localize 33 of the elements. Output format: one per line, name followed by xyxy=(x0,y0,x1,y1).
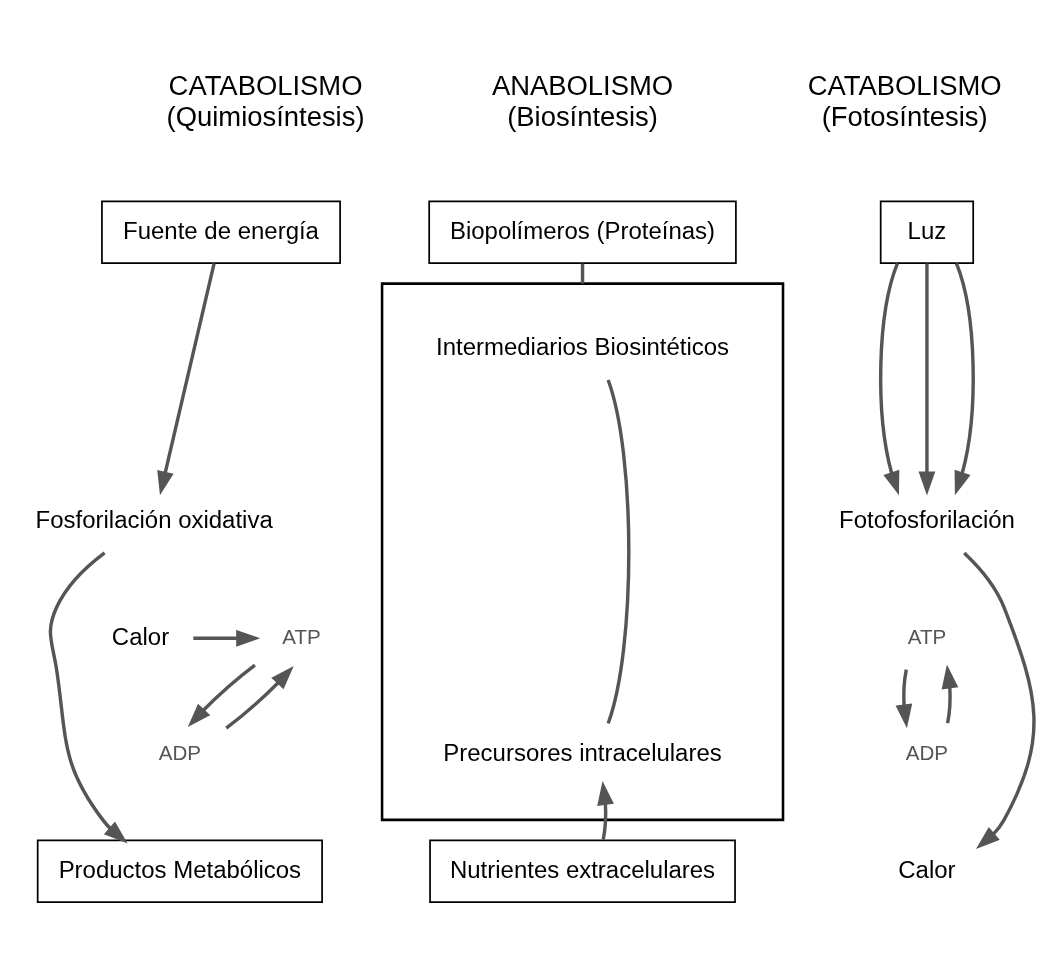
cluster xyxy=(380,281,785,821)
node-box: Fuente de energía xyxy=(101,200,341,264)
arrow xyxy=(895,668,913,728)
connector xyxy=(580,263,585,284)
arrow xyxy=(941,664,959,723)
arrow xyxy=(918,262,936,495)
arrow xyxy=(48,550,128,844)
label: ANABOLISMO (Biosíntesis) xyxy=(491,69,674,132)
node-text: Calor xyxy=(898,855,956,883)
node-text: ADP xyxy=(158,740,202,764)
label: CATABOLISMO (Quimiosíntesis) xyxy=(166,69,365,132)
node-text: Intermediarios Biosintéticos xyxy=(436,332,730,360)
node-box: Nutrientes extracelulares xyxy=(429,839,736,903)
arrow xyxy=(225,665,294,729)
arrow xyxy=(963,551,1036,849)
arrow xyxy=(879,262,900,495)
node-text: ATP xyxy=(282,624,321,648)
arrow xyxy=(597,780,614,840)
label: CATABOLISMO (Fotosíntesis) xyxy=(807,69,1002,132)
connector xyxy=(606,379,631,724)
node-box: Productos Metabólicos xyxy=(36,839,323,903)
arrow xyxy=(157,262,216,495)
node-text: ATP xyxy=(907,624,947,648)
node-box: Luz xyxy=(879,200,975,264)
node-text: Fosforilación oxidativa xyxy=(35,505,273,533)
node-text: ADP xyxy=(905,740,949,764)
node-box: Biopolímeros (Proteínas) xyxy=(428,200,737,264)
arrow xyxy=(193,629,261,647)
node-text: Precursores intracelulares xyxy=(443,738,722,766)
arrow xyxy=(187,663,256,727)
arrow xyxy=(954,262,975,495)
node-text: Calor xyxy=(111,622,170,650)
node-text: Fotofosforilación xyxy=(839,505,1015,533)
